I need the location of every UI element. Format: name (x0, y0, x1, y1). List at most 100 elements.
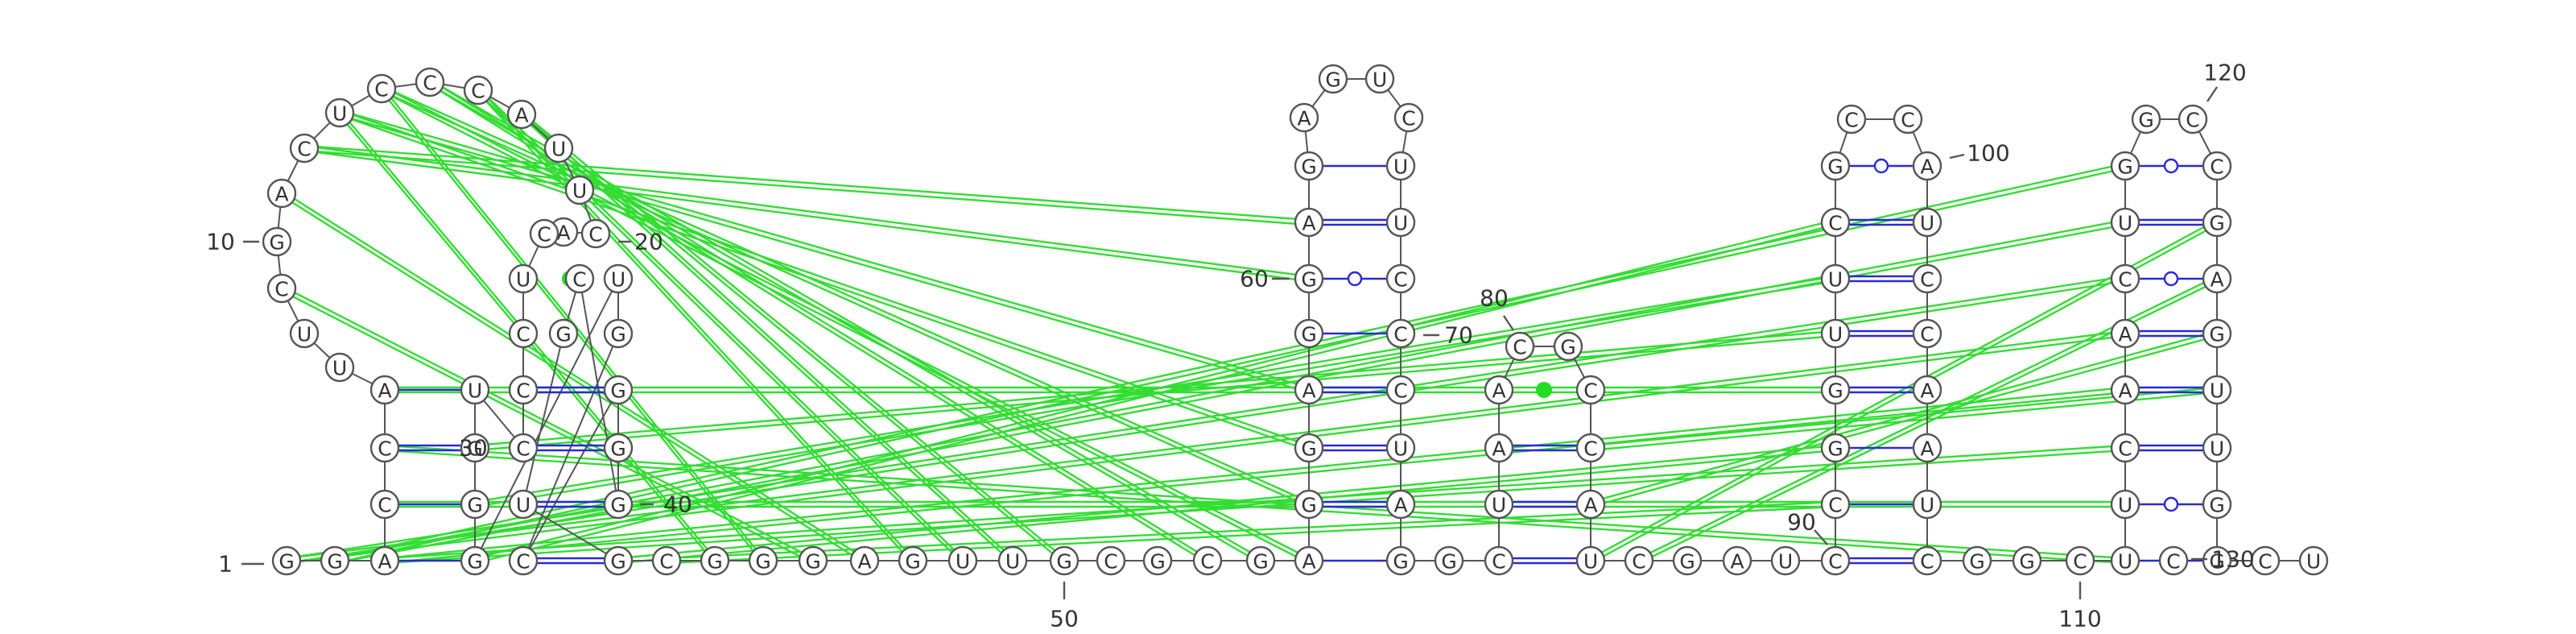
pseudoknot-pair-83-123 (1590, 329, 2218, 508)
nucleotide-letter-107: G (1969, 550, 1984, 574)
nucleotide-72: A (1385, 489, 1416, 520)
nucleotide-letter-65: C (1402, 107, 1415, 131)
nucleotide-115: C (2110, 263, 2140, 294)
nucleotide-letter-7: U (332, 357, 347, 380)
nucleotide-98: C (1893, 104, 1923, 135)
nucleotide-letter-23: U (516, 268, 530, 292)
nucleotide-62: A (1289, 102, 1319, 133)
nucleotide-31: U (603, 263, 634, 294)
nucleotide-letter-125: U (2210, 437, 2224, 461)
nucleotide-letter-111: U (2118, 494, 2132, 517)
nucleotide-letter-21: A (556, 222, 570, 245)
nucleotide-28: G (460, 433, 490, 463)
nucleotide-letter-18: U (551, 138, 566, 161)
nucleotide-89: C (1820, 545, 1851, 576)
nucleotide-letter-118: G (2138, 109, 2153, 132)
nucleotide-52: C (1192, 545, 1223, 576)
nucleotide-letter-91: G (1827, 437, 1843, 461)
nucleotide-24: C (508, 318, 539, 349)
backbone-link-39-40 (522, 503, 619, 561)
nucleotide-19: U (564, 175, 595, 205)
nucleotide-66: U (1385, 151, 1416, 181)
nucleotide-letter-120: C (2210, 155, 2223, 179)
label-60: 60 (1240, 266, 1269, 292)
nucleotide-56: G (1294, 433, 1324, 463)
base-pair-93-102 (1849, 329, 1913, 338)
base-pair-113-124 (2139, 386, 2203, 394)
nucleotide-97: C (1836, 104, 1867, 135)
base-pair-92-103 (1849, 386, 1913, 394)
nucleotide-letter-2: G (327, 550, 342, 574)
nucleotide-letter-97: C (1844, 109, 1858, 132)
nucleotide-letter-1: G (279, 550, 294, 574)
nucleotide-letter-88: U (1778, 550, 1793, 574)
nucleotide-letter-60: A (1302, 212, 1315, 235)
nucleotide-letter-104: A (1920, 437, 1934, 461)
nucleotide-86: G (1672, 545, 1703, 576)
base-pair-95-100 (1849, 218, 1913, 226)
nucleotide-letter-63: G (1325, 68, 1340, 92)
nucleotide-letter-102: C (1920, 323, 1934, 346)
base-pair-layer (398, 158, 2203, 565)
nucleotide-letter-90: C (1828, 494, 1842, 517)
nucleotide-letter-56: G (1301, 437, 1316, 461)
nucleotide-93: U (1820, 318, 1851, 349)
nucleotide-letter-4: C (378, 494, 391, 517)
label-40: 40 (663, 491, 692, 518)
nucleotide-letter-15: C (423, 72, 436, 95)
nucleotide-26: C (508, 433, 539, 463)
nucleotide-75: C (1484, 545, 1514, 576)
nucleotide-119: C (2178, 104, 2208, 135)
nucleotide-84: U (1575, 545, 1606, 576)
nucleotide-letter-32: G (610, 323, 625, 346)
base-pair-96-99 (1849, 158, 1913, 174)
nucleotide-105: U (1912, 489, 1942, 520)
nucleotide-70: C (1385, 375, 1416, 405)
nucleotide-letter-24: C (516, 323, 530, 346)
nucleotide-letter-62: A (1297, 107, 1311, 131)
nucleotide-94: U (1820, 263, 1851, 294)
nucleotide-112: C (2110, 433, 2140, 463)
label-70: 70 (1444, 322, 1473, 349)
backbone-link-32-33 (522, 333, 619, 561)
nucleotide-53: G (1245, 545, 1276, 576)
nucleotide-10: G (262, 226, 292, 257)
nucleotide-106: C (1912, 545, 1942, 576)
nucleotide-80: G (1553, 331, 1583, 362)
nucleotide-6: A (369, 375, 400, 405)
nucleotide-letter-77: A (1492, 437, 1505, 461)
nucleotide-100: U (1912, 207, 1942, 238)
nucleotide-113: A (2110, 375, 2140, 405)
nucleotide-41: C (651, 545, 682, 576)
nucleotide-letter-44: G (805, 550, 820, 574)
nucleotide-letter-69: C (1393, 323, 1407, 346)
base-pair-116-121 (2139, 218, 2203, 226)
nucleotide-38: G (548, 318, 579, 349)
nucleotide-letter-33: C (516, 550, 530, 574)
pseudoknot-pair-12-60 (303, 144, 1310, 226)
nucleotide-letter-112: C (2118, 437, 2132, 461)
base-pair-59-68 (1323, 271, 1387, 287)
base-pair-25-34 (537, 386, 605, 394)
tick-90 (1814, 529, 1828, 545)
nucleotide-letter-29: G (467, 494, 482, 517)
nucleotide-letter-106: C (1920, 550, 1934, 574)
nucleotide-7: U (324, 352, 355, 383)
nucleotide-32: G (603, 318, 634, 349)
nucleotide-letter-81: C (1583, 379, 1597, 403)
pseudoknot-pair-1-115 (286, 275, 2126, 565)
nucleotide-109: C (2065, 545, 2095, 576)
nucleotide-47: U (947, 545, 978, 576)
label-30: 30 (459, 435, 488, 462)
base-pair-89-106 (1849, 557, 1913, 565)
nucleotide-letter-26: C (516, 437, 530, 461)
nucleotide-letter-96: G (1827, 155, 1843, 179)
nucleotide-17: A (506, 99, 537, 130)
nucleotide-42: G (700, 545, 730, 576)
nucleotide-letter-122: A (2210, 268, 2223, 292)
base-pair-5-28 (398, 444, 461, 452)
nucleotide-116: U (2110, 207, 2140, 238)
nucleotide-letter-8: U (297, 323, 312, 346)
nucleotide-11: A (266, 178, 297, 209)
nucleotide-61: G (1294, 151, 1324, 181)
